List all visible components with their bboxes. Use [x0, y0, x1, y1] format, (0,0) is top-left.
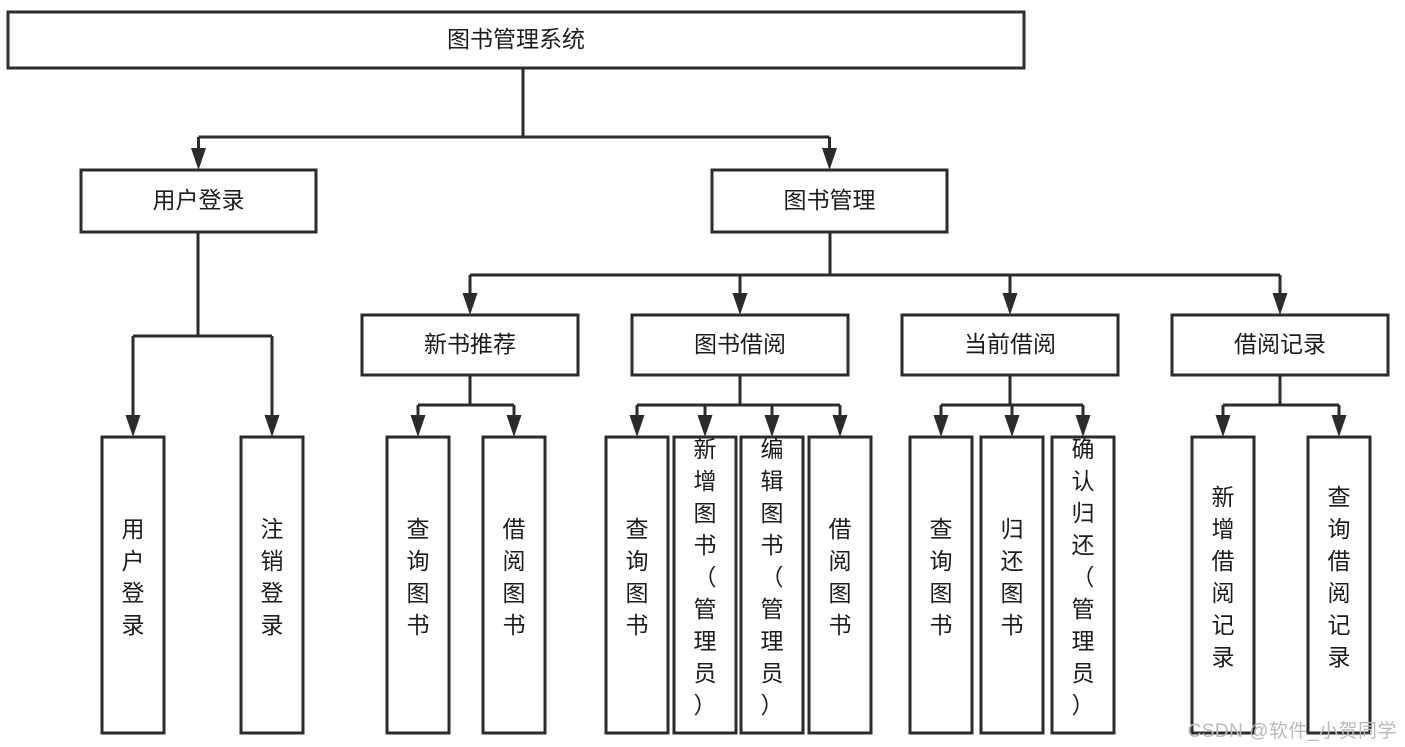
node-leaf-edit-book[interactable]: 编辑图书（管理员） [739, 435, 805, 735]
connector-layer [125, 68, 1347, 437]
node-label-user-login: 用户登录 [153, 187, 245, 213]
node-box-leaf-confirm-return[interactable] [1050, 435, 1116, 735]
node-leaf-query-book-3[interactable]: 查询图书 [908, 435, 974, 735]
node-label-leaf-add-book: 新增图书（管理员） [694, 436, 717, 718]
node-layer: 图书管理系统用户登录图书管理新书推荐图书借阅当前借阅借阅记录用户登录注销登录查询… [6, 10, 1390, 735]
connector-group-root-children [191, 68, 837, 170]
node-label-leaf-borrow-book-2: 借阅图书 [829, 516, 852, 638]
node-leaf-query-book-1[interactable]: 查询图书 [385, 435, 451, 735]
node-leaf-query-record[interactable]: 查询借阅记录 [1306, 435, 1372, 735]
node-leaf-confirm-return[interactable]: 确认归还（管理员） [1050, 435, 1116, 735]
connector-group-current-borrow-children [933, 375, 1091, 437]
node-label-borrow-record: 借阅记录 [1234, 331, 1326, 357]
node-leaf-borrow-book-2[interactable]: 借阅图书 [807, 435, 873, 735]
node-label-book-borrow: 图书借阅 [694, 331, 786, 357]
node-label-current-borrow: 当前借阅 [964, 331, 1056, 357]
node-label-leaf-user-login: 用户登录 [122, 516, 145, 638]
node-book-borrow[interactable]: 图书借阅 [630, 313, 850, 377]
node-box-leaf-borrow-book-1[interactable] [481, 435, 547, 735]
connector-group-book-manage-children [462, 232, 1288, 315]
node-label-leaf-confirm-return: 确认归还（管理员） [1072, 436, 1095, 718]
node-label-leaf-edit-book: 编辑图书（管理员） [761, 436, 784, 718]
node-box-root[interactable] [6, 10, 1026, 70]
node-box-book-manage[interactable] [710, 168, 949, 234]
node-label-root: 图书管理系统 [447, 26, 585, 52]
node-box-leaf-borrow-book-2[interactable] [807, 435, 873, 735]
node-leaf-borrow-book-1[interactable]: 借阅图书 [481, 435, 547, 735]
node-label-new-book-rec: 新书推荐 [424, 331, 516, 357]
node-new-book-rec[interactable]: 新书推荐 [360, 313, 580, 377]
node-box-leaf-query-book-1[interactable] [385, 435, 451, 735]
node-label-leaf-borrow-book-1: 借阅图书 [503, 516, 526, 638]
node-box-new-book-rec[interactable] [360, 313, 580, 377]
connector-group-book-borrow-children [629, 375, 848, 437]
node-label-leaf-query-book-2: 查询图书 [626, 516, 649, 638]
node-box-borrow-record[interactable] [1170, 313, 1390, 377]
node-box-leaf-query-book-3[interactable] [908, 435, 974, 735]
node-label-leaf-add-record: 新增借阅记录 [1212, 484, 1235, 670]
node-leaf-query-book-2[interactable]: 查询图书 [604, 435, 670, 735]
node-box-leaf-query-record[interactable] [1306, 435, 1372, 735]
node-label-leaf-query-record: 查询借阅记录 [1328, 484, 1351, 670]
node-leaf-user-login[interactable]: 用户登录 [100, 435, 166, 735]
node-label-leaf-return-book: 归还图书 [1001, 516, 1024, 638]
node-box-current-borrow[interactable] [900, 313, 1120, 377]
node-label-leaf-query-book-1: 查询图书 [407, 516, 430, 638]
node-book-manage[interactable]: 图书管理 [710, 168, 949, 234]
node-user-login[interactable]: 用户登录 [79, 168, 318, 234]
connector-group-user-login-children [125, 232, 280, 437]
node-leaf-logout[interactable]: 注销登录 [239, 435, 305, 735]
node-box-leaf-logout[interactable] [239, 435, 305, 735]
node-label-book-manage: 图书管理 [784, 187, 876, 213]
node-label-leaf-query-book-3: 查询图书 [930, 516, 953, 638]
node-box-user-login[interactable] [79, 168, 318, 234]
node-borrow-record[interactable]: 借阅记录 [1170, 313, 1390, 377]
connector-group-new-book-rec-children [410, 375, 522, 437]
node-box-leaf-add-record[interactable] [1190, 435, 1256, 735]
node-current-borrow[interactable]: 当前借阅 [900, 313, 1120, 377]
node-box-leaf-query-book-2[interactable] [604, 435, 670, 735]
node-box-leaf-return-book[interactable] [979, 435, 1045, 735]
node-box-leaf-edit-book[interactable] [739, 435, 805, 735]
node-box-leaf-user-login[interactable] [100, 435, 166, 735]
node-label-leaf-logout: 注销登录 [261, 516, 284, 638]
node-leaf-add-record[interactable]: 新增借阅记录 [1190, 435, 1256, 735]
node-box-leaf-add-book[interactable] [672, 435, 738, 735]
node-leaf-add-book[interactable]: 新增图书（管理员） [672, 435, 738, 735]
connector-group-borrow-record-children [1215, 375, 1347, 437]
node-leaf-return-book[interactable]: 归还图书 [979, 435, 1045, 735]
node-box-book-borrow[interactable] [630, 313, 850, 377]
node-root[interactable]: 图书管理系统 [6, 10, 1026, 70]
